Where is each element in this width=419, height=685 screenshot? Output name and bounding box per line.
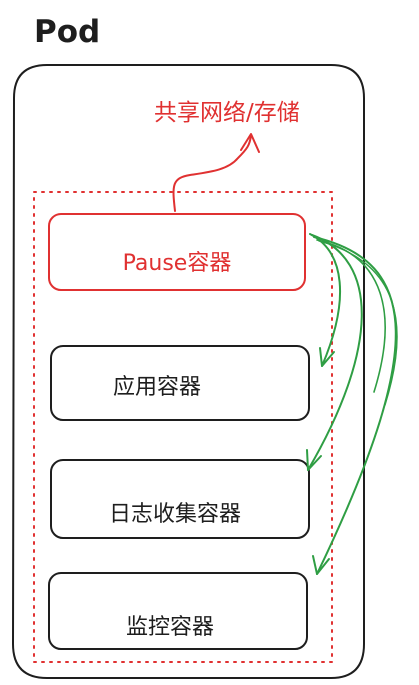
pause-to-monitor-arrow (313, 236, 397, 575)
log-container-label: 日志收集容器 (109, 502, 241, 527)
log-container-box (50, 459, 310, 539)
pause-arrow-sketch-stroke-1 (316, 239, 386, 393)
pod-outer-border (11, 64, 365, 679)
shared-resource-arrow-head (240, 133, 260, 153)
pause-container-box (48, 213, 306, 291)
pause-to-app-arrowhead (319, 347, 335, 367)
pause-to-log-arrowhead (306, 449, 322, 471)
pod-title: Pod (34, 14, 100, 50)
pause-to-monitor-arrowhead (312, 555, 330, 575)
shared-network-storage-label: 共享网络/存储 (154, 100, 300, 126)
shared-resource-arrow-shaft (172, 134, 252, 212)
monitor-container-label: 监控容器 (126, 615, 214, 640)
pause-arrow-sketch-stroke-2 (318, 240, 398, 406)
app-container-label: 应用容器 (113, 375, 201, 400)
pause-container-label: Pause容器 (123, 251, 232, 276)
pause-to-log-arrow (307, 234, 363, 471)
monitor-container-box (48, 572, 308, 650)
app-container-box (50, 345, 310, 421)
pause-to-app-arrow (309, 233, 341, 367)
